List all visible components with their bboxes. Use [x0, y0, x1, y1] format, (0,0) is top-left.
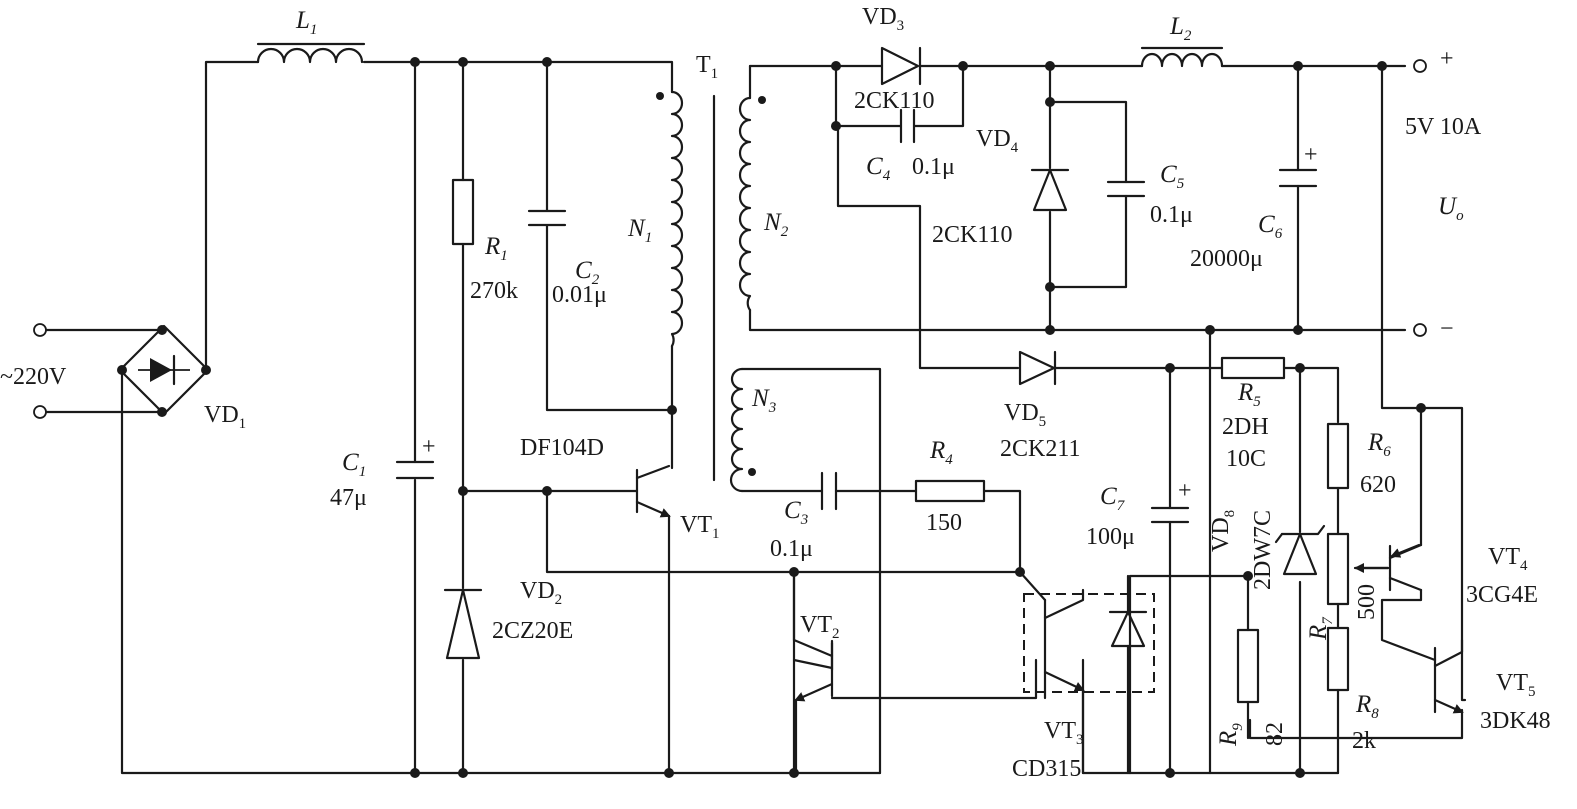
zener-vd8: VD8 2DW7C [1208, 510, 1326, 590]
c3-value: 0.1μ [770, 536, 813, 562]
capacitor-c7: + C7 100μ [1086, 478, 1192, 550]
inductor-l1: L1 [256, 7, 366, 64]
capacitor-c1: + C1 47μ [330, 434, 436, 511]
ac-terminal-top [33, 323, 47, 337]
r5-label: R5 [1237, 379, 1261, 410]
capacitor-c5: C5 0.1μ [1106, 161, 1193, 228]
vd2-part: 2CZ20E [492, 618, 573, 644]
junction-dots [117, 57, 1426, 778]
vd5-label: VD5 [1004, 400, 1046, 430]
c2-label: C2 [575, 257, 600, 288]
vd5-part: 2CK211 [1000, 436, 1080, 462]
ac-terminal-bottom [33, 405, 47, 419]
resistor-r5: R5 2DH 10C [1220, 356, 1286, 472]
vt5-label: VT5 [1496, 670, 1536, 700]
r8-label: R8 [1355, 691, 1379, 722]
output-plus-sign: + [1440, 46, 1454, 72]
capacitor-c6: + C6 20000μ [1190, 142, 1318, 272]
vd3-label: VD3 [862, 4, 904, 34]
vd2-label: VD2 [520, 578, 562, 608]
c7-polarity: + [1178, 478, 1192, 504]
transistor-vt4: VT4 3CG4E [1388, 543, 1538, 608]
output-minus-sign: − [1440, 316, 1454, 342]
vt1-part: DF104D [520, 435, 604, 461]
c2-value: 0.01μ [552, 282, 607, 308]
vt5-part: 3DK48 [1480, 708, 1551, 734]
diode-vd2: VD2 2CZ20E [443, 578, 573, 660]
vd3-part: 2CK110 [854, 88, 934, 114]
diode-vd5: VD5 2CK211 [1000, 350, 1080, 462]
c6-value: 20000μ [1190, 246, 1263, 272]
transistor-vt2: VT2 [792, 570, 840, 775]
c1-value: 47μ [330, 485, 367, 511]
vd4-part: 2CK110 [932, 222, 1012, 248]
output-rating: 5V 10A [1405, 114, 1482, 140]
output-labels: 5V 10A Uo [1405, 114, 1482, 224]
vt4-label: VT4 [1488, 544, 1528, 574]
c3-label: C3 [784, 497, 808, 528]
l1-label: L1 [295, 7, 317, 38]
c1-label: C1 [342, 449, 366, 480]
r5-value-line1: 2DH [1222, 414, 1269, 440]
bridge-rectifier-vd1: VD1 ~220V [0, 324, 246, 432]
resistor-r8: R8 2k [1326, 626, 1379, 754]
vd1-label: VD1 [204, 402, 246, 432]
r9-label: R9 [1215, 723, 1246, 747]
resistor-r6: R6 620 [1326, 422, 1396, 498]
transistor-vt5: VT5 3DK48 [1433, 638, 1551, 734]
resistor-r4: R4 150 [914, 437, 986, 536]
capacitor-c4: C4 0.1μ [866, 108, 955, 184]
capacitor-c3: C3 0.1μ [770, 471, 838, 562]
terminals: + − [33, 46, 1454, 419]
c1-polarity: + [422, 434, 436, 460]
vd8-part: 2DW7C [1250, 510, 1276, 590]
r4-value: 150 [926, 510, 962, 536]
optocoupler-vt3: VT3 CD315 [1012, 574, 1155, 782]
c4-value: 0.1μ [912, 154, 955, 180]
diode-vd4: VD4 2CK110 [932, 126, 1070, 248]
r1-value: 270k [470, 278, 518, 304]
c6-polarity: + [1304, 142, 1318, 168]
vt4-part: 3CG4E [1466, 582, 1538, 608]
n1-label: N1 [627, 215, 652, 246]
c4-label: C4 [866, 153, 891, 184]
output-terminal-minus [1413, 323, 1427, 337]
vt1-label: VT1 [680, 512, 720, 542]
r4-label: R4 [929, 437, 953, 468]
inductor-l2: L2 [1140, 13, 1224, 68]
l2-label: L2 [1169, 13, 1192, 44]
output-voltage-symbol: Uo [1438, 193, 1464, 224]
c7-value: 100μ [1086, 524, 1135, 550]
vt3-part: CD315 [1012, 756, 1081, 782]
input-voltage-label: ~220V [0, 364, 67, 390]
diode-vd3: VD3 2CK110 [854, 4, 934, 114]
resistor-r1: R1 270k [451, 178, 518, 304]
r8-value: 2k [1352, 728, 1376, 754]
vt2-label: VT2 [800, 612, 840, 642]
resistor-r9: R9 82 [1215, 628, 1288, 747]
r7-label: R7 [1305, 616, 1336, 641]
r7-value: 500 [1354, 584, 1380, 620]
transistor-vt1: DF104D VT1 [520, 435, 720, 542]
c6-label: C6 [1258, 211, 1283, 242]
transformer-t1: T1 N1 N2 N3 [627, 52, 789, 493]
r6-label: R6 [1367, 429, 1391, 460]
vd8-label: VD8 [1208, 510, 1238, 552]
potentiometer-r7: R7 500 [1305, 532, 1390, 641]
r5-value-line2: 10C [1226, 446, 1266, 472]
c5-value: 0.1μ [1150, 202, 1193, 228]
c5-label: C5 [1160, 161, 1185, 192]
r6-value: 620 [1360, 472, 1396, 498]
vt3-label: VT3 [1044, 718, 1084, 748]
vd4-label: VD4 [976, 126, 1019, 156]
n2-label: N2 [763, 209, 789, 240]
r1-label: R1 [484, 233, 508, 264]
n3-label: N3 [751, 385, 776, 416]
r9-value: 82 [1262, 722, 1288, 746]
t1-label: T1 [696, 52, 718, 82]
c7-label: C7 [1100, 483, 1126, 514]
capacitor-c2: C2 0.01μ [527, 209, 607, 308]
output-terminal-plus [1413, 59, 1427, 73]
